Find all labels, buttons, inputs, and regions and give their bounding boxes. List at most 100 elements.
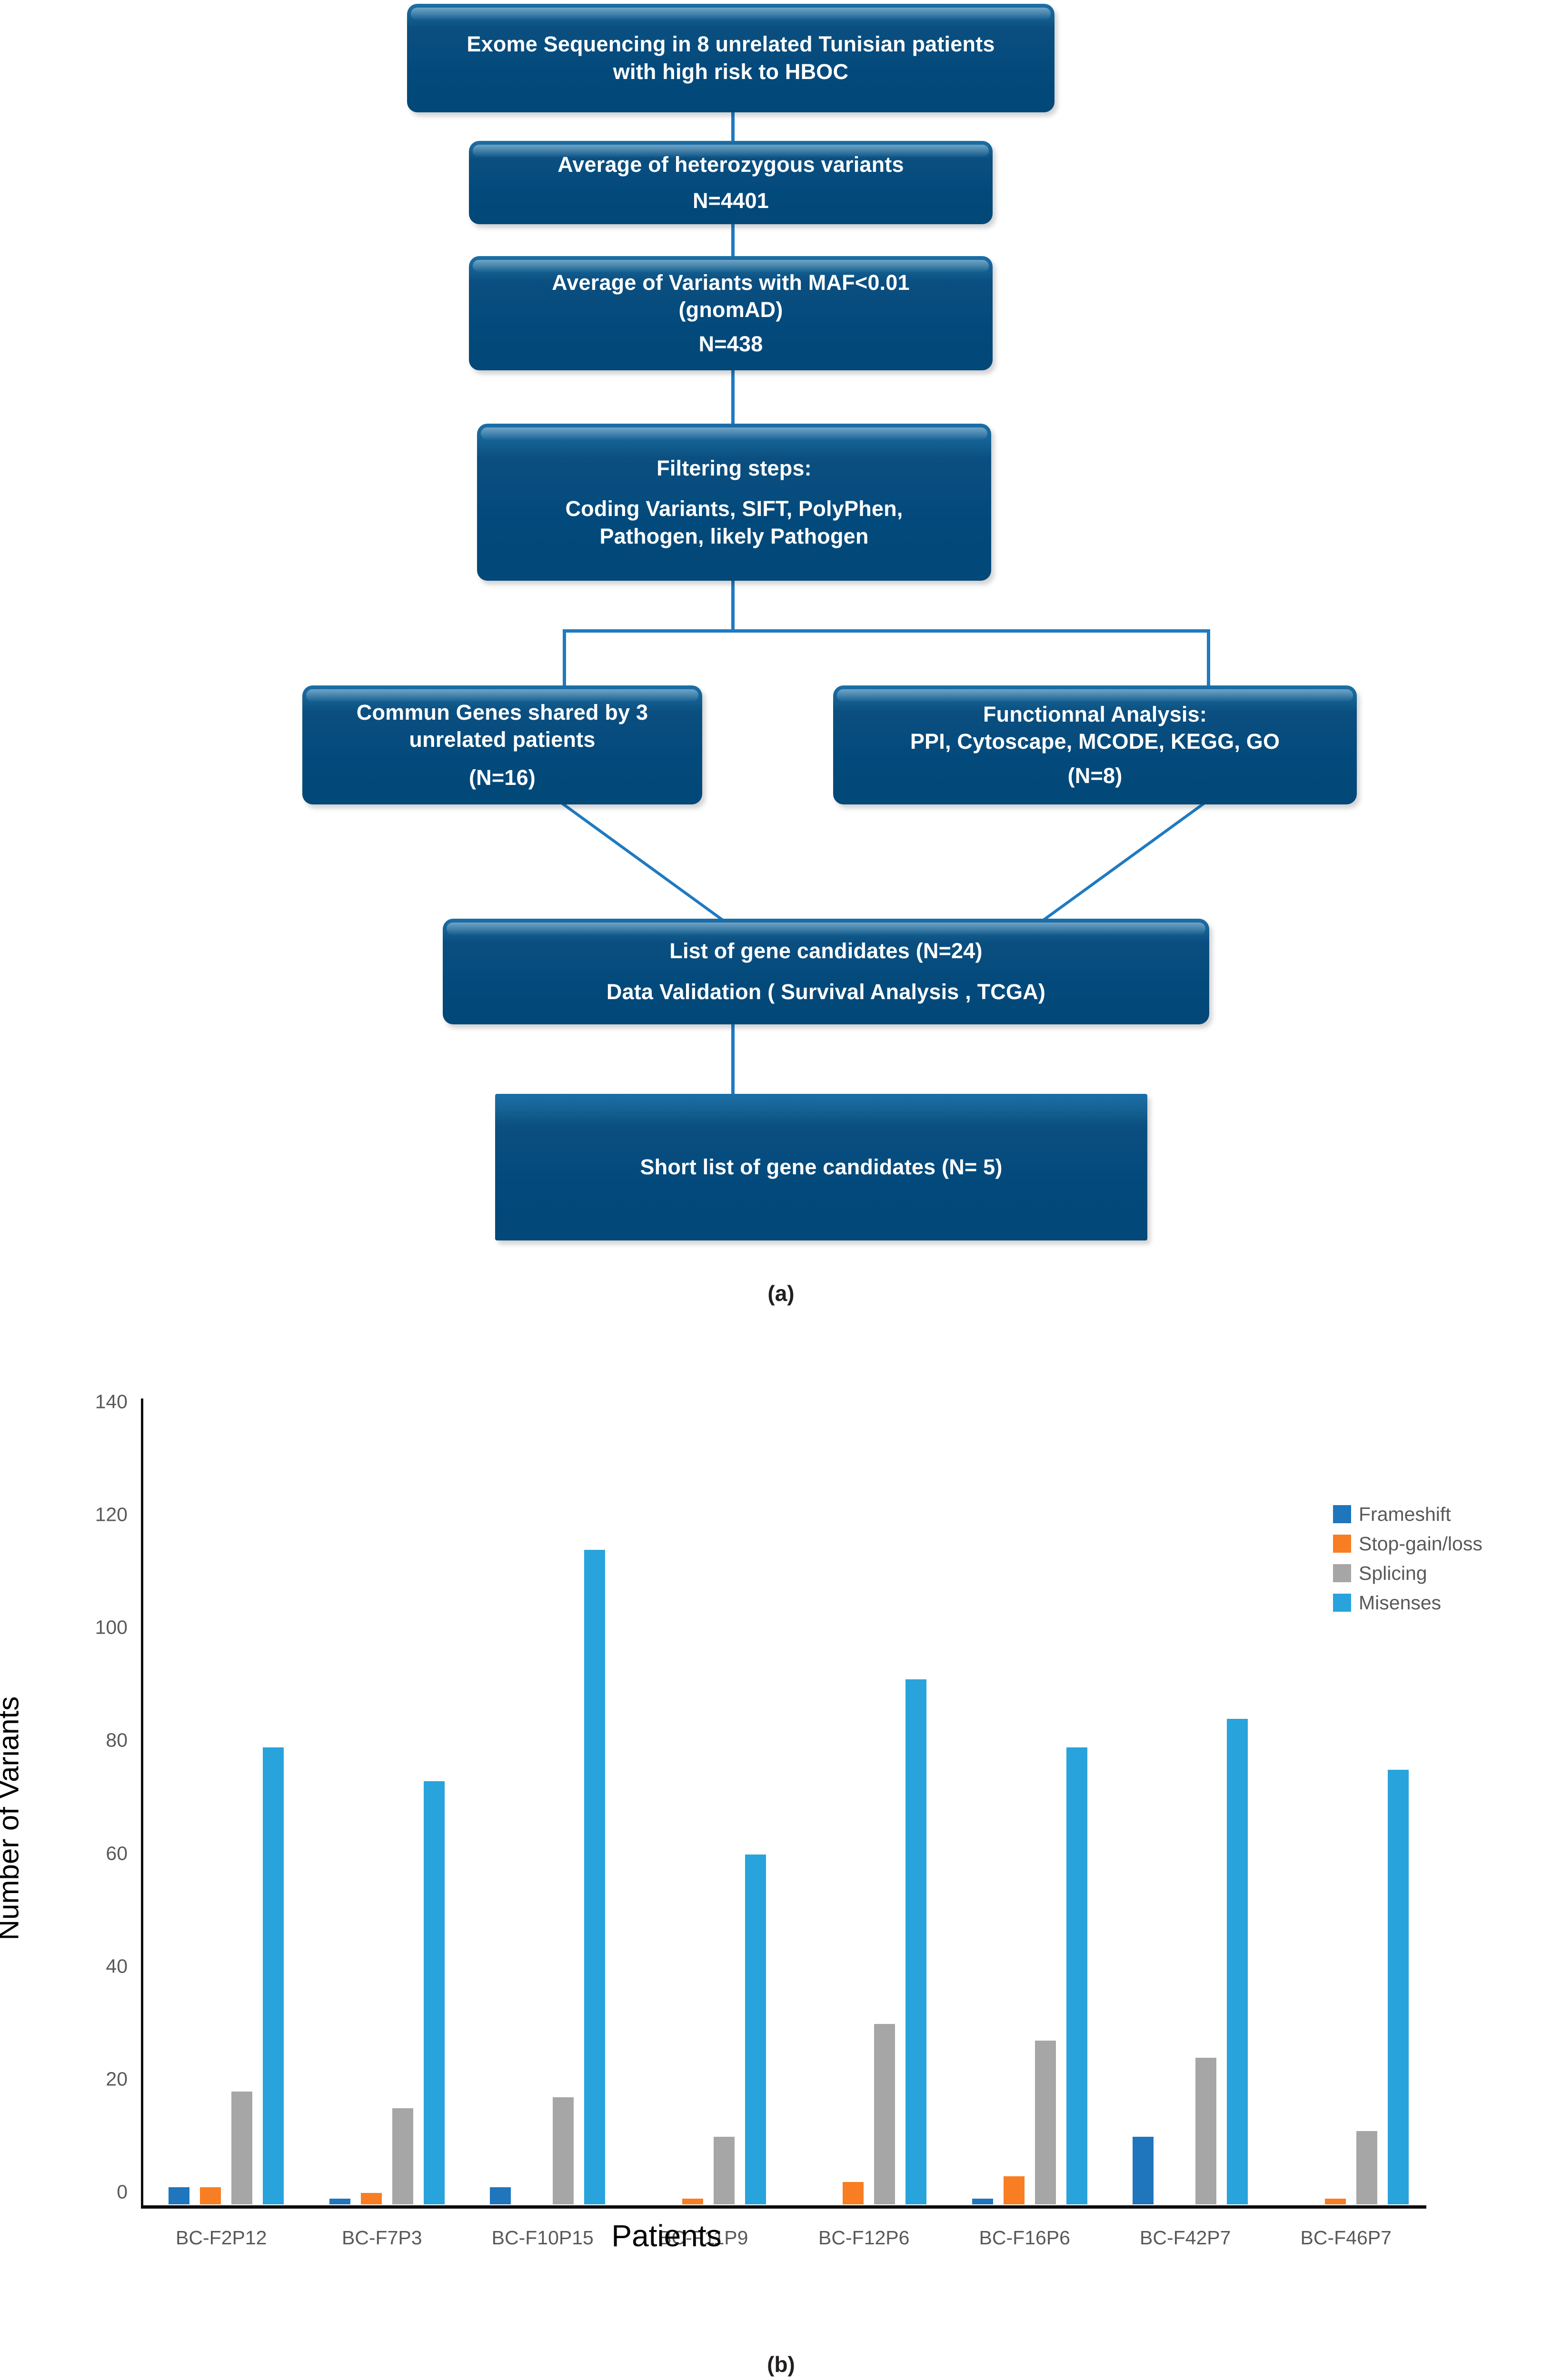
bar[interactable] (231, 2091, 252, 2204)
legend-item[interactable]: Frameshift (1333, 1499, 1482, 1529)
bar[interactable] (423, 1781, 445, 2204)
bar[interactable] (392, 2108, 413, 2204)
legend-item[interactable]: Stop-gain/loss (1333, 1529, 1482, 1558)
panel-b-label-text: (b) (767, 2352, 795, 2377)
x-tick-label: BC-F10P15 (491, 2227, 594, 2249)
bar-group (141, 1414, 302, 2204)
connector-4-stem (731, 581, 735, 631)
connector-5-left (561, 802, 736, 931)
flow-node-line: (gnomAD) (678, 298, 783, 322)
flow-node-line: PPI, Cytoscape, MCODE, KEGG, GO (910, 729, 1280, 754)
flow-node-heterozygous-variants[interactable]: Average of heterozygous variants N=4401 (469, 141, 993, 224)
bar[interactable] (360, 2193, 382, 2204)
bar[interactable] (1356, 2131, 1377, 2204)
connector-5-right (1033, 800, 1208, 928)
bar[interactable] (1387, 1770, 1409, 2204)
legend-item[interactable]: Misenses (1333, 1588, 1482, 1617)
legend-label: Stop-gain/loss (1359, 1532, 1482, 1555)
bar[interactable] (1227, 1719, 1248, 2204)
y-tick-label: 60 (106, 1842, 128, 1864)
box-highlight (411, 8, 1051, 20)
box-highlight (837, 689, 1353, 702)
panel-a-label-text: (a) (767, 1281, 795, 1306)
panel-a-label: (a) (0, 1280, 1562, 1306)
bar[interactable] (1195, 2057, 1216, 2204)
flow-node-line: N=4401 (692, 188, 769, 213)
x-axis-line (141, 2205, 1426, 2209)
connector-2 (731, 221, 735, 259)
flow-node-line: Filtering steps: (657, 456, 812, 480)
bar[interactable] (745, 1854, 766, 2204)
flow-node-line: Average of Variants with MAF<0.01 (552, 270, 910, 295)
flow-node-line: Short list of gene candidates (N= 5) (640, 1155, 1003, 1180)
x-tick-label: BC-F42P7 (1140, 2227, 1231, 2249)
flowchart-panel: Exome Sequencing in 8 unrelated Tunisian… (0, 4, 1562, 1306)
flow-node-filtering-steps[interactable]: Filtering steps: Coding Variants, SIFT, … (477, 424, 991, 581)
bar[interactable] (1003, 2176, 1025, 2204)
bar[interactable] (553, 2097, 574, 2204)
flow-node-line: (N=16) (468, 765, 536, 790)
legend-label: Splicing (1359, 1562, 1427, 1584)
x-tick-label: BC-F7P3 (341, 2227, 422, 2249)
y-tick-label: 140 (95, 1390, 128, 1413)
flow-node-line: N=438 (698, 331, 763, 356)
bar[interactable] (263, 1747, 284, 2204)
x-tick-label: BC-F16P6 (979, 2227, 1070, 2249)
connector-1 (731, 109, 735, 154)
bar[interactable] (843, 2182, 864, 2204)
connector-4-right (1207, 629, 1210, 686)
bar[interactable] (169, 2187, 189, 2204)
bar-group (302, 1414, 463, 2204)
bar[interactable] (490, 2187, 511, 2204)
flow-node-line: with high risk to HBOC (613, 60, 849, 84)
bar[interactable] (713, 2136, 735, 2204)
y-axis-title: Number of Variants (0, 1696, 25, 1941)
x-axis-title: Patients (611, 2219, 722, 2253)
x-tick-label: BC-F2P12 (176, 2227, 267, 2249)
bar[interactable] (874, 2023, 895, 2204)
x-tick-label: BC-F11P9 (658, 2227, 748, 2249)
bar-group (945, 1414, 1105, 2204)
bar[interactable] (972, 2199, 993, 2204)
legend-swatch-icon (1333, 1505, 1351, 1523)
flow-node-line: Commun Genes shared by 3 (356, 700, 648, 724)
x-tick-label: BC-F12P6 (818, 2227, 910, 2249)
connector-4-cross (563, 629, 1210, 633)
bar[interactable] (1066, 1747, 1087, 2204)
flow-node-commun-genes[interactable]: Commun Genes shared by 3 unrelated patie… (302, 685, 702, 804)
y-tick-label: 120 (95, 1503, 128, 1526)
bar[interactable] (1324, 2199, 1346, 2204)
bar[interactable] (905, 1679, 926, 2204)
y-tick-label: 0 (117, 2181, 128, 2203)
flow-node-line: List of gene candidates (N=24) (669, 939, 983, 963)
bar-group (623, 1414, 784, 2204)
connector-6 (731, 1023, 735, 1095)
bar[interactable] (682, 2199, 703, 2204)
flow-node-line: Average of heterozygous variants (557, 152, 904, 177)
flow-node-exome-sequencing[interactable]: Exome Sequencing in 8 unrelated Tunisian… (407, 4, 1055, 112)
panel-b-label: (b) (0, 2351, 1562, 2377)
flow-node-maf-variants[interactable]: Average of Variants with MAF<0.01 (gnomA… (469, 256, 993, 370)
bar-group (784, 1414, 945, 2204)
y-tick-label: 40 (106, 1955, 128, 1977)
y-tick-label: 80 (106, 1729, 128, 1751)
bar[interactable] (1133, 2136, 1154, 2204)
legend-swatch-icon (1333, 1564, 1351, 1582)
bar[interactable] (200, 2187, 221, 2204)
legend-swatch-icon (1333, 1535, 1351, 1553)
flow-node-line: Exome Sequencing in 8 unrelated Tunisian… (467, 32, 995, 57)
bar[interactable] (329, 2199, 350, 2204)
bar[interactable] (1035, 2041, 1056, 2204)
flow-node-functionnal-analysis[interactable]: Functionnal Analysis: PPI, Cytoscape, MC… (833, 685, 1357, 804)
bar[interactable] (584, 1549, 605, 2204)
flow-node-line: Data Validation ( Survival Analysis , TC… (606, 980, 1046, 1004)
flow-node-gene-candidates[interactable]: List of gene candidates (N=24) Data Vali… (443, 919, 1209, 1024)
flow-node-line: unrelated patients (409, 727, 596, 752)
legend-item[interactable]: Splicing (1333, 1558, 1482, 1588)
flow-node-short-list[interactable]: Short list of gene candidates (N= 5) (495, 1094, 1147, 1240)
box-highlight (481, 427, 987, 440)
bar-group (1266, 1414, 1427, 2204)
bar-group (462, 1414, 623, 2204)
